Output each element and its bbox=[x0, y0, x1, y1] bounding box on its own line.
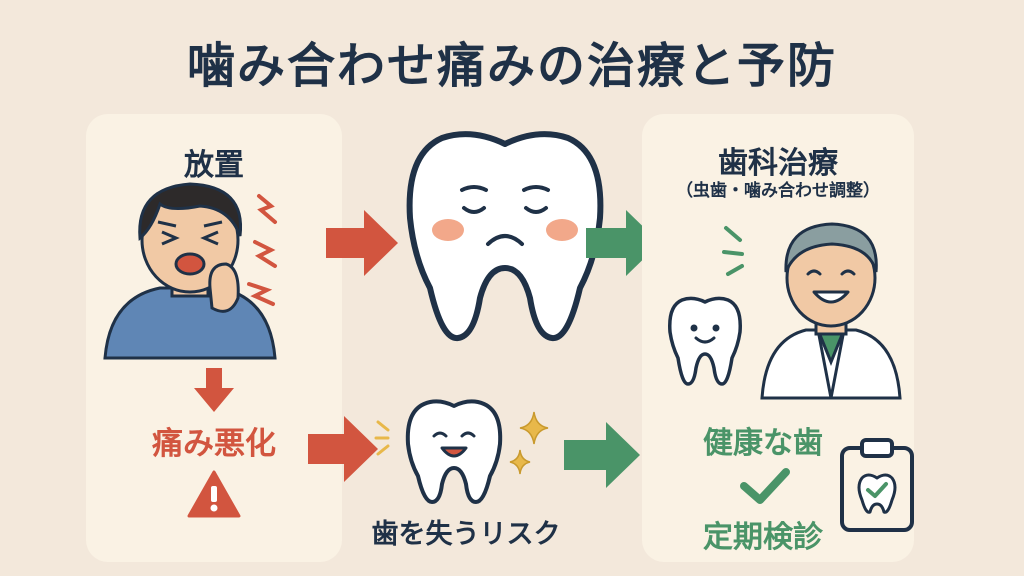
page-title: 噛み合わせ痛みの治療と予防 bbox=[186, 38, 837, 94]
lightning-icon bbox=[247, 194, 277, 306]
neglect-heading: 放置 bbox=[184, 148, 244, 183]
tooth-loss-risk-label: 歯を失うリスク bbox=[371, 519, 561, 550]
healthy-teeth-label: 健康な歯 bbox=[703, 426, 823, 461]
sparkle-icon bbox=[509, 411, 549, 475]
sad-tooth-icon bbox=[406, 131, 604, 341]
checkmark-icon bbox=[740, 468, 790, 504]
accent-lines-icon bbox=[722, 226, 744, 276]
pain-worsening-label: 痛み悪化 bbox=[152, 426, 276, 462]
treatment-subheading: （虫歯・噛み合わせ調整） bbox=[676, 181, 880, 201]
pain-person-icon bbox=[103, 182, 277, 360]
smiling-tooth-icon bbox=[405, 399, 503, 504]
red-arrow-top bbox=[326, 210, 398, 276]
clipboard-icon bbox=[840, 438, 914, 532]
small-tooth-icon bbox=[668, 296, 742, 386]
red-arrow-bottom bbox=[308, 416, 378, 482]
warning-icon bbox=[187, 470, 241, 518]
green-arrow-bottom bbox=[564, 422, 640, 488]
treatment-heading: 歯科治療 bbox=[718, 146, 838, 181]
dentist-icon bbox=[760, 222, 902, 400]
regular-checkup-label: 定期検診 bbox=[703, 520, 823, 555]
green-arrow-top bbox=[586, 210, 660, 276]
down-arrow-icon bbox=[194, 368, 234, 412]
glint-lines-icon bbox=[374, 420, 390, 456]
